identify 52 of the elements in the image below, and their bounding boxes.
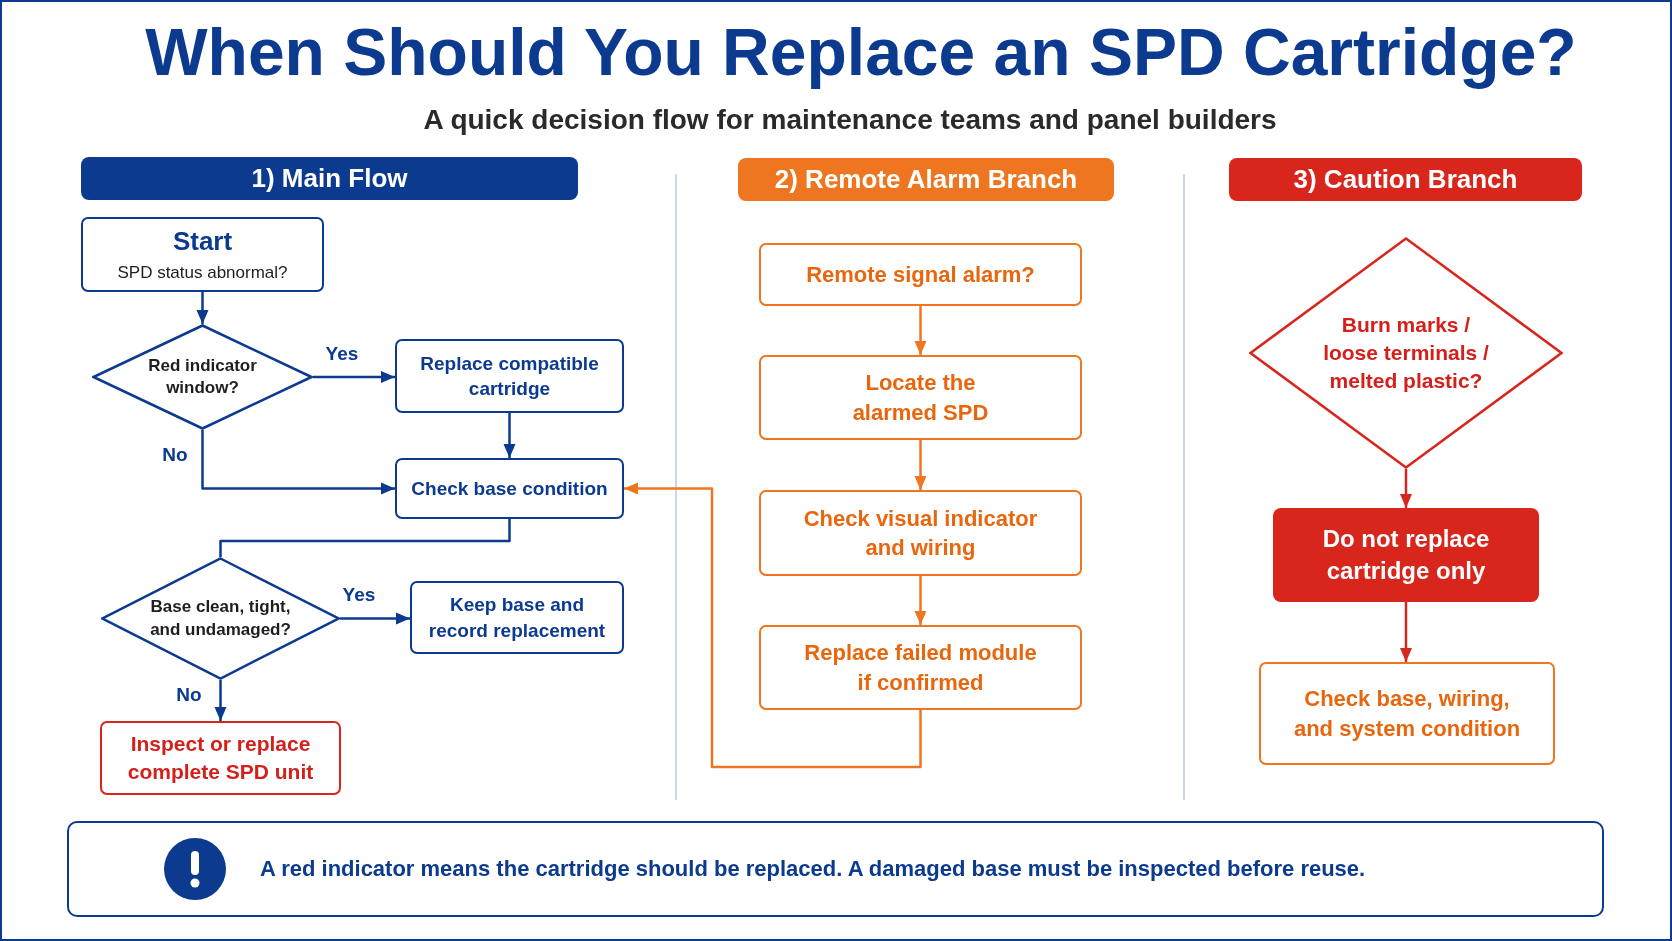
process-box: [759, 625, 1082, 710]
arrow: [1400, 469, 1412, 508]
decision-diamond: [92, 324, 313, 430]
process-box: [410, 581, 624, 654]
note-box: [67, 821, 1604, 917]
connector-line: [219, 519, 511, 557]
step-text: Replace failed module if confirmed: [803, 639, 1038, 697]
arrow: [201, 430, 395, 495]
step-text: Inspect or replace complete SPD unit: [126, 731, 315, 785]
start-heading: Start: [172, 225, 233, 259]
step-text: Locate the alarmed SPD: [851, 369, 990, 427]
arrow: [196, 292, 209, 324]
start-box: [81, 217, 324, 292]
process-box: [395, 458, 624, 519]
arrow: [340, 612, 410, 625]
section-title: 3) Caution Branch: [1293, 163, 1518, 197]
step-text: SPD status abnormal?: [117, 262, 288, 285]
section-header-bar: [81, 157, 578, 200]
subtitle: A quick decision flow for maintenance teams and panel builders: [422, 103, 1278, 137]
section-header-bar: [738, 158, 1114, 201]
step-text: Check base condition: [411, 476, 608, 501]
decision-text: Red indicator window?: [147, 354, 258, 399]
arrow: [503, 413, 516, 458]
process-box: [759, 490, 1082, 576]
arrow: [914, 440, 927, 490]
decision-text: Burn marks / loose terminals / melted plastic?: [1322, 312, 1490, 394]
section-title: 2) Remote Alarm Branch: [774, 163, 1078, 197]
step-text: Remote signal alarm?: [806, 261, 1035, 289]
warning-box: [1273, 508, 1539, 602]
process-box: [1259, 662, 1555, 765]
section-header-bar: [1229, 158, 1582, 201]
arrow: [914, 576, 927, 625]
arrow: [914, 306, 927, 355]
decision-text: Base clean, tight, and undamaged?: [149, 596, 292, 641]
decision-diamond: [101, 557, 340, 680]
section-title: 1) Main Flow: [251, 162, 408, 196]
arrow: [624, 482, 922, 769]
process-box: [759, 355, 1082, 440]
process-box: [395, 339, 624, 413]
step-text: Do not replace cartridge only: [1321, 524, 1491, 586]
note-text: A red indicator means the cartridge should be replaced. A damaged base must be inspected before reuse.: [260, 855, 1366, 884]
step-text: Check visual indicator and wiring: [802, 504, 1039, 562]
arrow: [313, 371, 395, 383]
step-text: Check base, wiring, and system condition: [1292, 685, 1522, 743]
arrow: [1400, 602, 1412, 662]
arrow: [214, 680, 227, 721]
process-box: [759, 243, 1082, 306]
process-box: [100, 721, 341, 795]
title: When Should You Replace an SPD Cartridge?: [144, 14, 1578, 90]
step-text: Keep base and record replacement: [427, 593, 607, 643]
decision-diamond: [1249, 237, 1563, 469]
step-text: Replace compatible cartridge: [419, 351, 600, 401]
